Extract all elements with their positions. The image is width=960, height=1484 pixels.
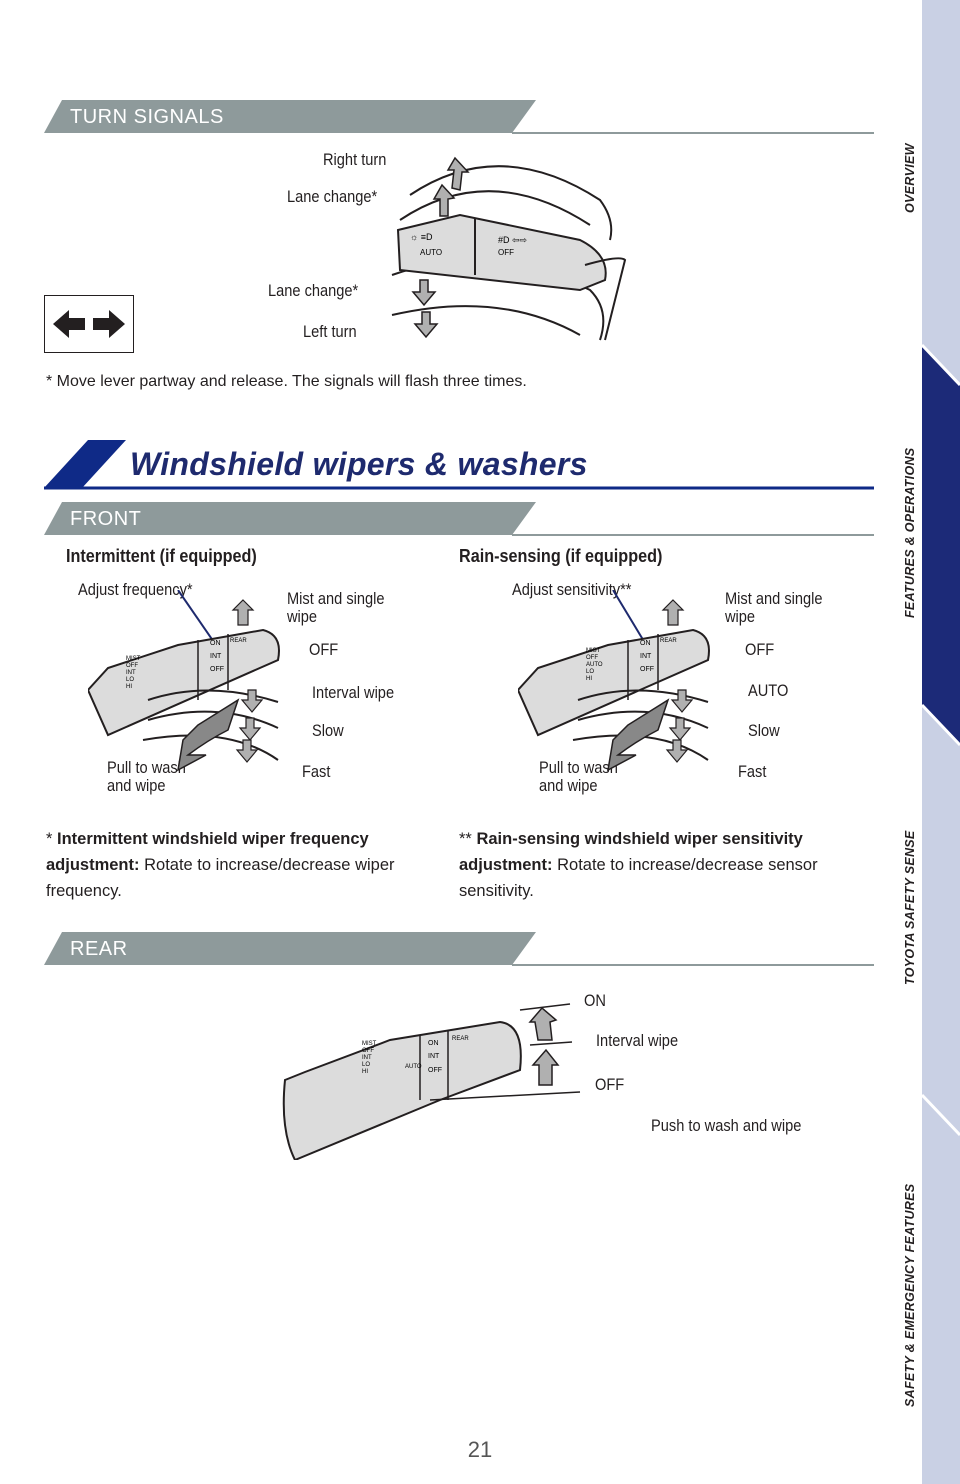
svg-text:LO: LO <box>586 669 594 675</box>
rain-footnote: ** Rain-sensing windshield wiper sensiti… <box>459 826 874 904</box>
svg-text:REAR: REAR <box>660 638 677 644</box>
turn-signal-indicator-icon <box>44 295 134 353</box>
svg-text:OFF: OFF <box>498 248 514 257</box>
svg-text:REAR: REAR <box>452 1036 469 1042</box>
section-bar-front: FRONT <box>44 502 874 536</box>
label-rear-push: Push to wash and wipe <box>651 1116 802 1135</box>
label-rain-auto: AUTO <box>748 681 789 700</box>
sidebar-tabs <box>922 343 960 1137</box>
svg-text:MIST: MIST <box>126 656 141 662</box>
svg-text:HI: HI <box>586 676 592 682</box>
svg-text:OFF: OFF <box>210 666 224 673</box>
intermittent-footnote: * Intermittent windshield wiper frequenc… <box>46 826 441 904</box>
label-right-turn: Right turn <box>323 150 387 169</box>
svg-text:ON: ON <box>640 640 651 647</box>
sidebar-tab-active <box>922 345 960 745</box>
rain-foot-bold: Rain-sensing windshield wiper sensitivit… <box>459 830 803 874</box>
svg-text:MIST: MIST <box>362 1041 377 1047</box>
svg-text:MIST: MIST <box>586 648 601 654</box>
svg-text:OFF: OFF <box>586 655 598 661</box>
label-lane-change-up: Lane change* <box>287 187 378 206</box>
sidebar-item-safety[interactable]: SAFETY & EMERGENCY FEATURES <box>903 1183 917 1407</box>
page-number: 21 <box>467 1437 493 1462</box>
turn-signal-note: * Move lever partway and release. The si… <box>46 373 527 390</box>
label-rear-off: OFF <box>595 1075 625 1094</box>
title-banner <box>44 440 874 490</box>
svg-text:INT: INT <box>362 1055 372 1061</box>
svg-text:OFF: OFF <box>428 1067 442 1074</box>
label-rain-pull-to-wash: Pull to wash and wipe <box>539 758 618 795</box>
label-off: OFF <box>309 640 339 659</box>
label-adjust-sensitivity: Adjust sensitivity** <box>512 580 632 599</box>
label-rain-fast: Fast <box>738 762 767 781</box>
intermittent-foot-text: Rotate to increase/decrease wiper freque… <box>46 856 395 900</box>
svg-text:AUTO: AUTO <box>405 1064 422 1070</box>
section-bar-rear: REAR <box>44 932 874 966</box>
label-lane-change-down: Lane change* <box>268 281 359 300</box>
sidebar-item-overview[interactable]: OVERVIEW <box>903 143 917 213</box>
sidebar-item-features[interactable]: FEATURES & OPERATIONS <box>903 447 917 618</box>
section-bar-turn-signals: TURN SIGNALS <box>44 100 874 134</box>
chapter-sidebar <box>922 0 960 1484</box>
label-rear-interval: Interval wipe <box>596 1031 679 1050</box>
section-title-rear: REAR <box>70 938 128 960</box>
svg-text:ON: ON <box>428 1040 439 1047</box>
turn-signal-lever-illustration: ☼ ≡D AUTO #D ⇦⇨ OFF <box>391 156 627 341</box>
svg-text:☼ ≡D: ☼ ≡D <box>410 232 433 242</box>
rain-foot-star: ** <box>459 830 472 848</box>
svg-text:INT: INT <box>640 653 652 660</box>
label-rain-off: OFF <box>745 640 775 659</box>
rain-lever-illustration: MIST OFF AUTO LO HI ON INT OFF REAR <box>518 590 710 772</box>
svg-text:OFF: OFF <box>362 1048 374 1054</box>
label-fast: Fast <box>302 762 331 781</box>
rain-heading: Rain-sensing (if equipped) <box>459 546 663 566</box>
intermittent-foot-bold: Intermittent windshield wiper frequency … <box>46 830 369 874</box>
label-slow: Slow <box>312 721 344 740</box>
svg-text:AUTO: AUTO <box>586 662 603 668</box>
svg-text:HI: HI <box>126 684 132 690</box>
section-title-front: FRONT <box>70 508 142 530</box>
label-left-turn: Left turn <box>303 322 357 341</box>
label-mist-single-wipe: Mist and single wipe <box>287 589 385 626</box>
svg-text:ON: ON <box>210 640 221 647</box>
rain-foot-text: Rotate to increase/decrease sensor sensi… <box>459 856 818 900</box>
section-title-turn-signals: TURN SIGNALS <box>70 106 224 128</box>
label-adjust-frequency: Adjust frequency* <box>78 580 193 599</box>
svg-text:HI: HI <box>362 1069 368 1075</box>
label-rain-slow: Slow <box>748 721 780 740</box>
sidebar-item-tss[interactable]: TOYOTA SAFETY SENSE <box>903 830 917 985</box>
label-rain-mist-single-wipe: Mist and single wipe <box>725 589 823 626</box>
svg-text:LO: LO <box>362 1062 370 1068</box>
svg-text:REAR: REAR <box>230 638 247 644</box>
label-interval-wipe: Interval wipe <box>312 683 395 702</box>
svg-text:#D ⇦⇨: #D ⇦⇨ <box>498 235 528 245</box>
rear-lever-illustration: MIST OFF INT LO HI AUTO ON INT OFF REAR <box>282 1003 581 1160</box>
page-title: Windshield wipers & washers <box>130 446 588 482</box>
intermittent-foot-star: * <box>46 830 53 848</box>
intermittent-heading: Intermittent (if equipped) <box>66 546 257 566</box>
svg-text:INT: INT <box>428 1053 440 1060</box>
label-rear-on: ON <box>584 991 606 1010</box>
svg-text:INT: INT <box>126 670 136 676</box>
intermittent-lever-illustration: MIST OFF INT LO HI ON INT OFF REAR <box>88 590 280 772</box>
svg-text:INT: INT <box>210 653 222 660</box>
svg-text:OFF: OFF <box>640 666 654 673</box>
label-pull-to-wash: Pull to wash and wipe <box>107 758 186 795</box>
svg-text:AUTO: AUTO <box>420 248 442 257</box>
svg-text:OFF: OFF <box>126 663 138 669</box>
svg-text:LO: LO <box>126 677 134 683</box>
